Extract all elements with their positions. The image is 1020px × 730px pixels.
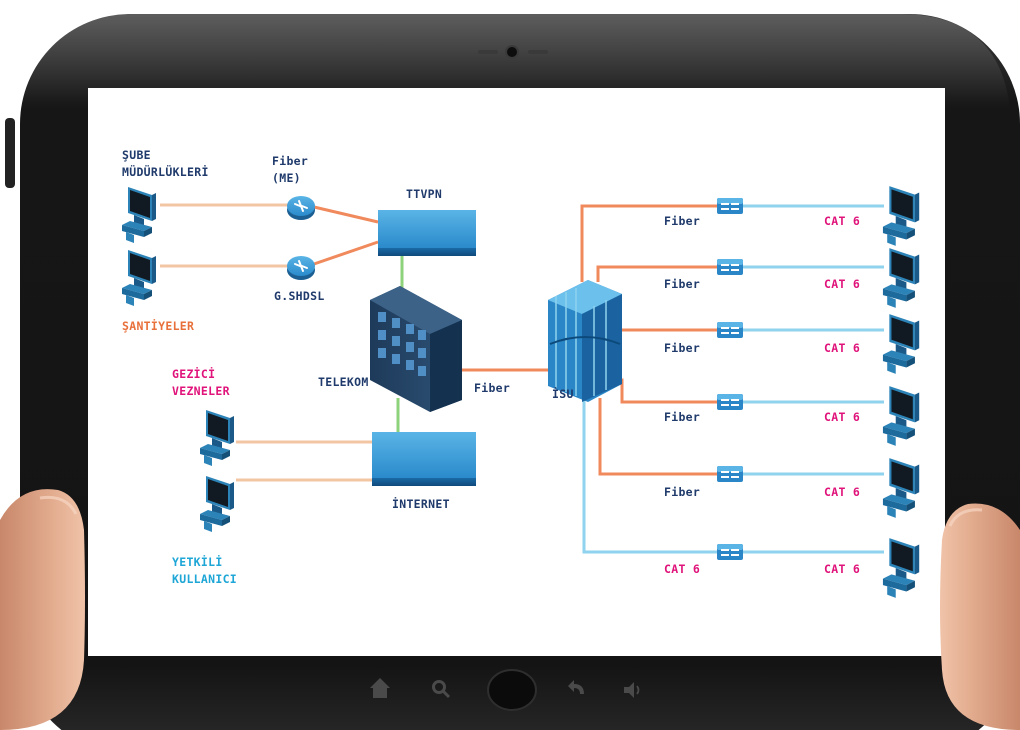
branch-left-label-2: Fiber — [664, 277, 701, 291]
telekom-label: TELEKOM — [318, 375, 369, 389]
ttvpn-switch-icon — [378, 210, 476, 256]
branch-switch-icon-6 — [716, 543, 744, 561]
screen — [88, 88, 945, 656]
kullanici-label: KULLANICI — [172, 572, 238, 586]
telekom-building-icon — [370, 286, 462, 412]
branch-left-label-1: Fiber — [664, 214, 701, 228]
volume-icon[interactable] — [624, 682, 640, 698]
branch-right-label-5: CAT 6 — [824, 485, 861, 499]
left-hand — [0, 489, 85, 730]
shdsl-router-icon — [286, 255, 316, 281]
branch-left-label-6: CAT 6 — [664, 562, 701, 576]
link-isu-branch-5 — [598, 398, 720, 476]
isu-core-switch-icon — [548, 280, 622, 402]
branch-switch-icon-1 — [716, 197, 744, 215]
branch-left-label-3: Fiber — [664, 341, 701, 355]
branch-switch-icon-3 — [716, 321, 744, 339]
internet-label: İNTERNET — [392, 497, 450, 511]
branch-left-label-5: Fiber — [664, 485, 701, 499]
branch-left-label-4: Fiber — [664, 410, 701, 424]
branch-right-label-3: CAT 6 — [824, 341, 861, 355]
search-icon[interactable] — [432, 680, 451, 699]
link-router2-ttvpn — [313, 240, 379, 266]
right-hand — [940, 503, 1020, 730]
ttvpn-label: TTVPN — [406, 187, 443, 201]
gezici-label: GEZİCİ — [172, 367, 216, 381]
back-icon[interactable] — [568, 680, 584, 694]
fiber-me-label: Fiber — [272, 154, 309, 168]
fiber-center-label: Fiber — [474, 381, 511, 395]
connection-lines — [160, 203, 884, 554]
gshdsl-label: G.SHDSL — [274, 289, 325, 303]
home-button[interactable] — [487, 669, 537, 711]
home-icon[interactable] — [370, 678, 390, 698]
branch-switch-icon-5 — [716, 465, 744, 483]
isu-label: İSU — [552, 387, 574, 401]
vezneler-label: VEZNELER — [172, 384, 230, 398]
branch-switch-icon-2 — [716, 258, 744, 276]
yetkili-label: YETKİLİ — [172, 555, 223, 569]
branch-right-label-2: CAT 6 — [824, 277, 861, 291]
branch-switch-icon-4 — [716, 393, 744, 411]
nav-bar — [370, 669, 640, 711]
branch-right-label-6: CAT 6 — [824, 562, 861, 576]
sube-label: ŞUBE — [122, 148, 151, 162]
link-isu-branch-2 — [596, 265, 720, 282]
branch-right-label-1: CAT 6 — [824, 214, 861, 228]
me-label: (ME) — [272, 171, 301, 185]
internet-switch-icon — [372, 432, 476, 486]
mudurlukleri-label: MÜDÜRLÜKLERİ — [122, 165, 209, 179]
fiber-router-icon — [286, 195, 316, 221]
santiyeler-label: ŞANTİYELER — [122, 319, 195, 333]
branch-right-label-4: CAT 6 — [824, 410, 861, 424]
link-router1-ttvpn — [313, 205, 379, 224]
link-isu-branch-1 — [580, 204, 720, 282]
link-isu-branch-6 — [582, 400, 720, 554]
